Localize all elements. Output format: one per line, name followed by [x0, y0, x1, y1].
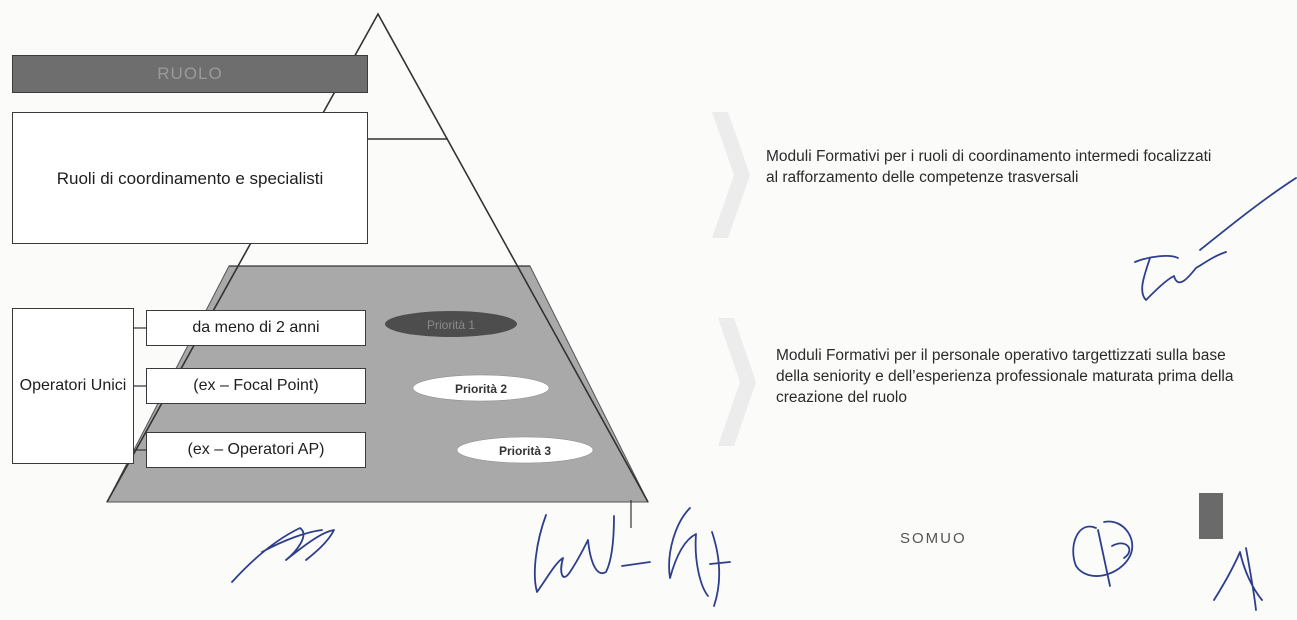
- stamp-square: [1199, 493, 1223, 539]
- signature-bottom-left: [231, 527, 335, 583]
- role-header: RUOLO: [12, 55, 368, 93]
- operators-description: Moduli Formativi per il personale operat…: [776, 347, 1234, 406]
- signature-top-right: [1134, 177, 1297, 301]
- signature-bottom-right-circle: [1072, 520, 1134, 587]
- coordination-roles-box: Ruoli di coordinamento e specialisti: [12, 112, 368, 244]
- chevron-arrow-top: [712, 112, 750, 238]
- signature-bottom-center: [533, 507, 731, 607]
- priority-2-label: Priorità 2: [455, 382, 507, 396]
- chevron-arrow-bottom: [718, 318, 756, 446]
- sub-role-box-1: da meno di 2 anni: [146, 310, 366, 346]
- priority-1-label: Priorità 1: [427, 318, 475, 332]
- coordination-description: Moduli Formativi per i ruoli di coordina…: [766, 148, 1212, 186]
- priority-3-label: Priorità 3: [499, 444, 551, 458]
- priority-3-ellipse: [456, 436, 594, 464]
- priority-2-ellipse: [412, 374, 550, 402]
- operators-box: Operatori Unici: [12, 308, 134, 464]
- signature-bottom-right-initials: [1213, 547, 1263, 611]
- priority-1-ellipse: [385, 311, 517, 337]
- sub-role-box-3: (ex – Operatori AP): [146, 432, 366, 468]
- handwritten-stamp-text: SOMUO: [900, 530, 967, 547]
- sub-role-box-2: (ex – Focal Point): [146, 368, 366, 404]
